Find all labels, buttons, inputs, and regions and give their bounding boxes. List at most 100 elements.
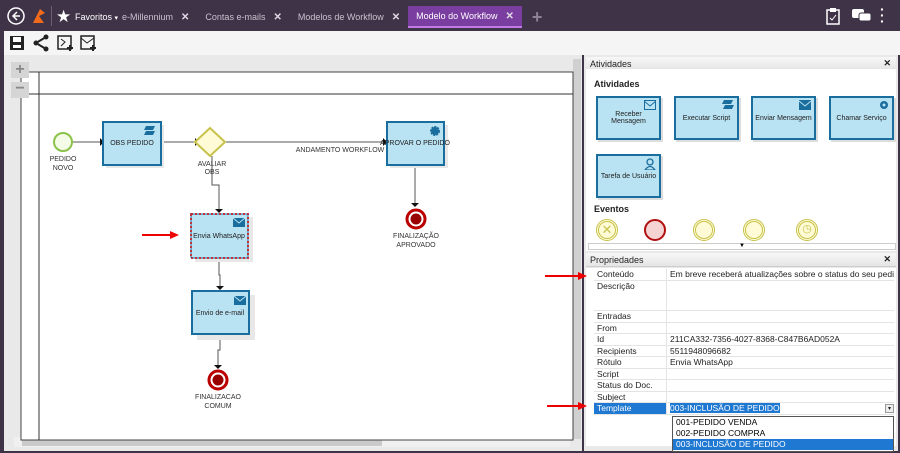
close-icon[interactable]: ✕ [505,10,514,22]
property-value[interactable] [667,281,894,310]
star-icon[interactable]: ★ [56,7,72,26]
annotation-arrows [545,272,587,410]
start-event[interactable] [53,132,73,152]
panel-title: Atividades [590,59,632,69]
tab-contas-emails[interactable]: Contas e-mails ✕ [197,6,289,28]
flow-label: ANDAMENTO WORKFLOW [296,147,385,154]
property-row-subject[interactable]: Subject [594,391,894,403]
activities-palette: Atividades Receber Mensagem Executar Scr… [586,69,896,251]
top-bar: ★ Favoritos ▾ e-Millennium ✕ Contas e-mai… [0,0,900,31]
more-menu-icon[interactable]: ··· [880,1,885,29]
horizontal-scrollbar[interactable] [14,437,570,447]
start-label: NOVO [53,165,74,172]
add-flow-icon[interactable] [56,34,74,52]
template-dropdown-list: 001-PEDIDO VENDA 002-PEDIDO COMPRA 003-I… [672,416,894,452]
tile-executar-script[interactable]: Executar Script [674,96,739,140]
envelope-open-icon [644,100,656,110]
toolbar [4,31,900,55]
section-title: Eventos [594,204,630,214]
favorites-label: Favoritos [75,12,113,22]
task-label: OBS PEDIDO [110,140,154,147]
add-tab-button[interactable]: + [531,7,543,27]
tab-label: e-Millennium [122,12,174,22]
property-row-script[interactable]: Script [594,368,894,380]
property-value[interactable] [667,323,894,334]
back-icon[interactable] [7,7,25,25]
template-option[interactable]: 002-PEDIDO COMPRA [676,428,766,438]
task-label: Envia WhatsApp [193,233,245,240]
tab-e-millennium[interactable]: e-Millennium ✕ [114,6,197,28]
tab-modelo-do-workflow[interactable]: Modelo do Workflow ✕ [408,6,522,28]
add-message-icon[interactable] [79,34,97,52]
gateway-label: OBS [205,169,220,176]
tab-label: Modelo do Workflow [416,11,498,21]
template-option-selected[interactable]: 003-INCLUSÃO DE PEDIDO [673,439,893,450]
save-icon[interactable] [8,34,26,52]
tile-receber-mensagem[interactable]: Receber Mensagem [596,96,661,140]
tab-modelos-de-workflow[interactable]: Modelos de Workflow ✕ [290,6,408,28]
intermediate-event-icon[interactable] [693,219,715,241]
tile-chamar-servico[interactable]: Chamar Serviço [829,96,894,140]
property-name: Template [594,403,667,414]
end-label: COMUM [204,403,231,410]
close-icon[interactable]: ✕ [273,11,282,23]
property-name: From [594,322,667,333]
tab-label: Contas e-mails [205,12,266,22]
vertical-scrollbar[interactable] [573,59,581,439]
tile-enviar-mensagem[interactable]: Enviar Mensagem [751,96,816,140]
close-icon[interactable]: ✕ [883,58,891,68]
template-option[interactable]: 001-PEDIDO VENDA [676,417,758,427]
property-name: Status do Doc. [594,380,667,391]
palette-scroll-down[interactable]: ▼ [588,243,896,250]
template-selected-value: 003-INCLUSÃO DE PEDIDO [670,403,780,413]
gear-icon [880,101,888,109]
zoom-in-button[interactable]: + [11,62,29,78]
gateway-label: AVALIAR [198,161,227,168]
property-value[interactable]: Em breve receberá atualizações sobre o s… [670,269,894,279]
property-value[interactable] [667,311,894,322]
close-icon[interactable]: ✕ [181,11,190,23]
property-value[interactable]: 211CA332-7356-4027-8368-C847B6AD052A [670,334,840,344]
clipboard-check-icon[interactable] [826,8,840,25]
panel-title: Propriedades [590,255,644,265]
property-row-from[interactable]: From [594,322,894,334]
tile-tarefa-de-usuario[interactable]: Tarefa de Usuário [596,154,661,198]
property-name: Script [594,368,667,379]
end-event-icon[interactable] [644,219,666,241]
property-value[interactable] [667,369,894,380]
tile-label: Chamar Serviço [836,114,887,122]
close-icon[interactable]: ✕ [883,254,891,264]
gear-icon [430,126,440,136]
property-value[interactable]: Envia WhatsApp [670,357,733,367]
property-value[interactable]: 5511948096682 [670,345,731,356]
logo-icon [33,9,45,23]
property-row-descricao[interactable]: Descrição [594,281,894,311]
template-select[interactable]: 003-INCLUSÃO DE PEDIDO [667,403,885,414]
property-value[interactable] [667,392,894,403]
cancel-event-icon[interactable]: ✕ [596,219,618,241]
property-value[interactable] [667,380,894,391]
close-icon[interactable]: ✕ [391,11,401,23]
property-name: Id [594,334,667,345]
favorites-menu[interactable]: Favoritos ▾ [75,12,119,22]
property-row-status-doc[interactable]: Status do Doc. [594,380,894,392]
end-label: APROVADO [396,242,436,249]
end-label: FINALIZAÇÃO [393,231,439,240]
intermediate-event-icon[interactable] [743,219,765,241]
timer-event-icon[interactable]: ◷ [796,219,818,241]
zoom-out-button[interactable]: − [11,81,29,98]
script-icon [722,100,734,109]
property-row-entradas[interactable]: Entradas [594,311,894,323]
envelope-icon [799,100,811,110]
chat-icon[interactable] [852,9,872,23]
script-icon [144,126,155,135]
gateway-avaliar-obs[interactable] [193,126,227,158]
share-icon[interactable] [32,34,50,52]
dropdown-arrow-icon[interactable]: ▾ [885,404,894,413]
tab-label: Modelos de Workflow [297,12,384,22]
